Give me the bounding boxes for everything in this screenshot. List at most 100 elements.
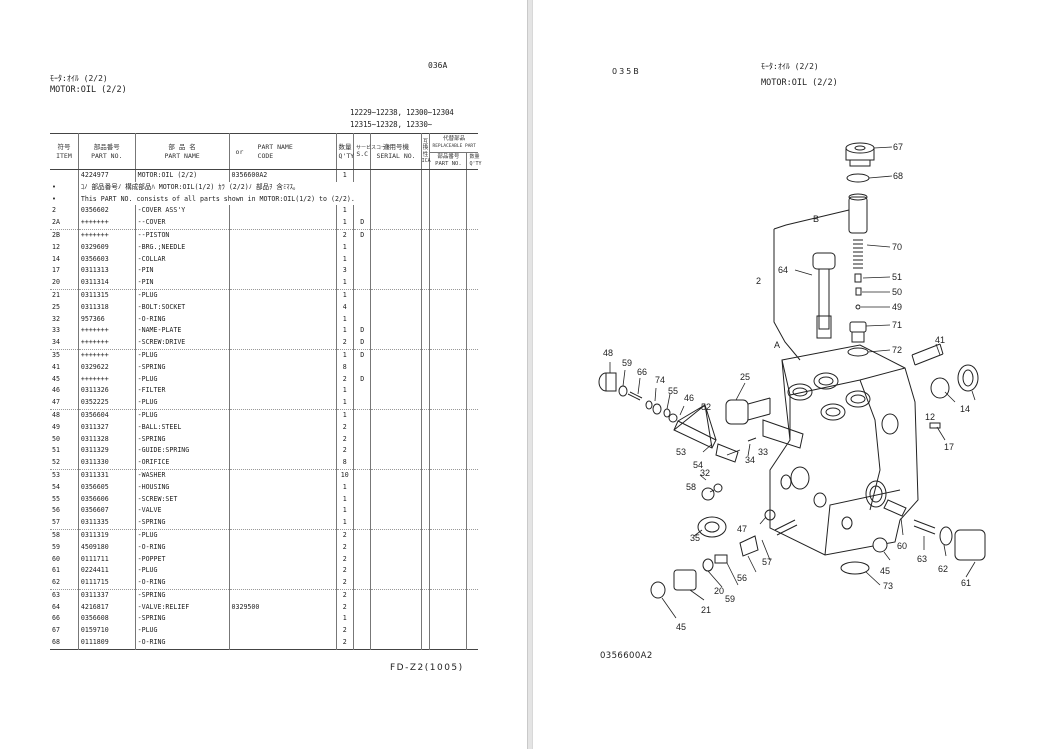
cell-code: [228, 313, 337, 326]
cell-rep-qty: [466, 541, 478, 554]
cell-serial: [370, 445, 422, 458]
cell-part-name: -WASHER: [134, 469, 230, 482]
callout-63: 63: [917, 554, 927, 564]
cell-sc: [352, 301, 371, 314]
cell-qty: 1: [335, 349, 354, 362]
cell-serial: [370, 529, 422, 542]
cell-rep-part-no: [429, 493, 467, 506]
cell-rep-qty: [466, 529, 478, 542]
cell-part-no: 0311318: [77, 301, 136, 314]
cell-item: 61: [52, 566, 60, 575]
cell-ica: [420, 361, 430, 374]
cell-rep-qty: [466, 385, 478, 398]
cell-qty: 1: [335, 277, 354, 290]
cell-ica: [420, 409, 430, 422]
cell-code: [228, 205, 337, 218]
cell-item: 54: [52, 482, 60, 491]
cell-sc: D: [352, 337, 371, 350]
cell-part-name: --PISTON: [134, 229, 230, 242]
cell-item: 2B: [52, 230, 60, 239]
cell-code: [228, 613, 337, 626]
cell-code: [228, 493, 337, 506]
cell-part-no: 0356606: [77, 493, 136, 506]
cell-rep-qty: [466, 601, 478, 614]
cell-rep-qty: [466, 277, 478, 290]
cell-code: [228, 577, 337, 590]
cell-qty: 2: [335, 373, 354, 386]
cell-ica: [420, 553, 430, 566]
cell-item: 59: [52, 542, 60, 551]
cell-part-no: 0311330: [77, 457, 136, 470]
callout-49: 49: [892, 302, 902, 312]
cell-serial: [370, 589, 422, 602]
cell-rep-qty: [466, 433, 478, 446]
cell-qty: 8: [335, 361, 354, 374]
cell-rep-part-no: [429, 577, 467, 590]
cell-qty: 1: [335, 205, 354, 218]
cell-sc: [352, 385, 371, 398]
callout-54: 54: [693, 460, 703, 470]
cell-rep-part-no: [429, 565, 467, 578]
cell-rep-part-no: [429, 385, 467, 398]
cell-ica: [420, 565, 430, 578]
cell-sc: [352, 565, 371, 578]
cell-code: 0356600A2: [228, 169, 337, 182]
page-title-jp: ﾓｰﾀ:ｵｲﾙ (2/2): [50, 74, 108, 83]
cell-part-no: +++++++: [77, 337, 136, 350]
diagram-title-en: MOTOR:OIL (2/2): [761, 78, 838, 88]
cell-rep-qty: [466, 373, 478, 386]
cell-part-name: -PLUG: [134, 409, 230, 422]
cell-serial: [370, 205, 422, 218]
cell-rep-part-no: [429, 265, 467, 278]
cell-item: 58: [52, 530, 60, 539]
cell-code: [228, 445, 337, 458]
cell-rep-qty: [466, 169, 478, 182]
cell-part-no: +++++++: [77, 373, 136, 386]
cell-item: 53: [52, 470, 60, 479]
cell-part-no: 4509180: [77, 541, 136, 554]
cell-serial: [370, 289, 422, 302]
cell-qty: 1: [335, 169, 354, 182]
cell-sc: [352, 241, 371, 254]
cell-ica: [420, 229, 430, 242]
cell-code: [228, 505, 337, 518]
cell-note: This PART NO. consists of all parts show…: [77, 193, 371, 206]
cell-part-name: -BOLT:SOCKET: [134, 301, 230, 314]
cell-serial: [370, 553, 422, 566]
cell-ica: [420, 517, 430, 530]
cell-sc: [352, 469, 371, 482]
cell-code: [228, 289, 337, 302]
cell-ica: [420, 301, 430, 314]
cell-qty: 1: [335, 613, 354, 626]
cell-code: [228, 373, 337, 386]
cell-code: [228, 241, 337, 254]
cell-sc: [352, 205, 371, 218]
callout-55: 55: [668, 386, 678, 396]
cell-item: 51: [52, 446, 60, 455]
cell-code: [228, 409, 337, 422]
cell-rep-part-no: [429, 289, 467, 302]
cell-serial: [370, 541, 422, 554]
cell-rep-part-no: [429, 553, 467, 566]
cell-ica: [420, 397, 430, 410]
cover-assembly: [773, 142, 875, 361]
cell-rep-part-no: [429, 253, 467, 266]
cell-part-no: 0311314: [77, 277, 136, 290]
cell-item: 56: [52, 506, 60, 515]
cell-ica: [420, 289, 430, 302]
cell-serial: [370, 625, 422, 638]
cell-part-no: 4216817: [77, 601, 136, 614]
cell-qty: 1: [335, 517, 354, 530]
callout-41: 41: [935, 335, 945, 345]
cell-rep-part-no: [429, 217, 467, 230]
cell-item: 49: [52, 422, 60, 431]
cell-ica: [420, 505, 430, 518]
